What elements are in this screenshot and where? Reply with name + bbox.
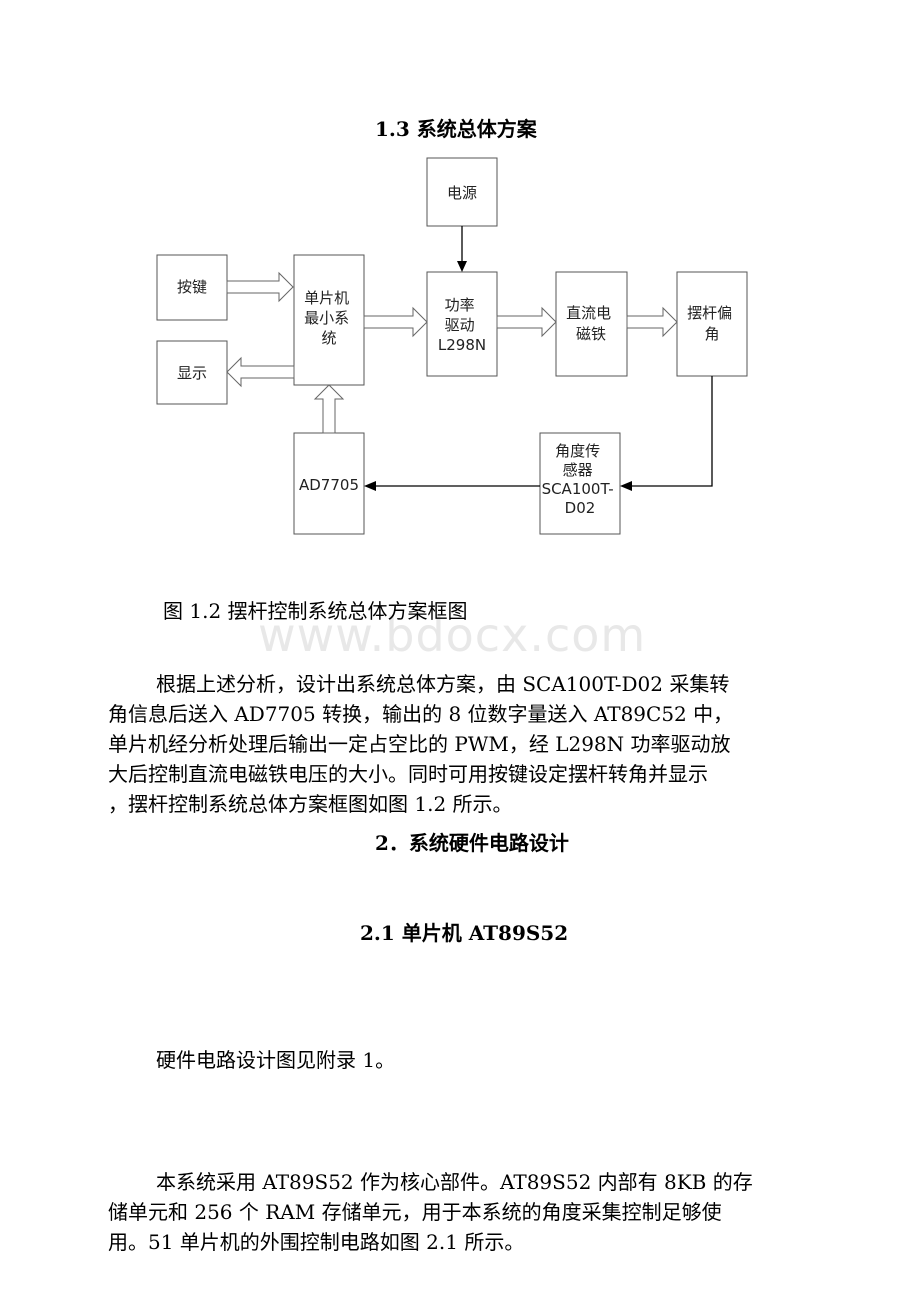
- block-magnet-label: 直流电 磁铁: [566, 304, 616, 343]
- block-driver-label: 功率 驱动 L298N: [438, 296, 486, 354]
- paragraph-1-line: 单片机经分析处理后输出一定占空比的 PWM，经 L298N 功率驱动放: [108, 732, 731, 756]
- paragraph-1: 根据上述分析，设计出系统总体方案，由 SCA100T-D02 采集转 角信息后送…: [108, 669, 808, 819]
- block-pendulum-label: 摆杆偏 角: [687, 304, 737, 343]
- block-magnet: 直流电 磁铁: [555, 271, 628, 377]
- paragraph-2-line: 硬件电路设计图见附录 1。: [156, 1048, 396, 1072]
- block-adc: AD7705: [293, 432, 365, 535]
- figure-caption: 图 1.2 摆杆控制系统总体方案框图: [163, 599, 468, 623]
- arrow-power-to-driver: [457, 226, 467, 272]
- paragraph-1-line: 大后控制直流电磁铁电压的大小。同时可用按键设定摆杆转角并显示: [108, 762, 708, 786]
- block-keys: 按键: [156, 254, 228, 321]
- paragraph-3-line: 用。51 单片机的外围控制电路如图 2.1 所示。: [108, 1230, 525, 1254]
- arrow-driver-to-magnet: [496, 306, 557, 338]
- arrow-mcu-to-driver: [363, 306, 428, 338]
- block-pendulum: 摆杆偏 角: [676, 271, 748, 377]
- watermark: www.bdocx.com: [258, 608, 647, 662]
- paragraph-3: 本系统采用 AT89S52 作为核心部件。AT89S52 内部有 8KB 的存 …: [108, 1167, 808, 1257]
- arrow-keys-to-mcu: [226, 271, 294, 303]
- block-mcu-label: 单片机 最小系 统: [304, 289, 354, 347]
- section-2-heading: 2．系统硬件电路设计: [375, 831, 569, 855]
- paragraph-1-line: ，摆杆控制系统总体方案框图如图 1.2 所示。: [108, 792, 513, 816]
- block-sensor: 角度传 感器 SCA100T- D02: [539, 432, 621, 535]
- block-display: 显示: [156, 340, 228, 405]
- arrow-sensor-to-adc: [364, 481, 540, 491]
- arrow-magnet-to-pendulum: [626, 306, 678, 338]
- arrow-mcu-to-display: [226, 356, 295, 388]
- block-sensor-label: 角度传 感器 SCA100T- D02: [542, 442, 619, 517]
- block-power: 电源: [426, 157, 498, 227]
- block-keys-label: 按键: [177, 278, 207, 296]
- block-driver: 功率 驱动 L298N: [426, 271, 498, 377]
- paragraph-3-line: 储单元和 256 个 RAM 存储单元，用于本系统的角度采集控制足够使: [108, 1200, 722, 1224]
- block-adc-label: AD7705: [299, 476, 359, 494]
- paragraph-2: 硬件电路设计图见附录 1。: [156, 1045, 856, 1075]
- paragraph-1-line: 角信息后送入 AD7705 转换，输出的 8 位数字量送入 AT89C52 中，: [108, 702, 734, 726]
- system-block-diagram: 电源 按键 显示 单片机 最小系 统 功率 驱动 L298N 直流电: [156, 157, 748, 535]
- paragraph-1-line: 根据上述分析，设计出系统总体方案，由 SCA100T-D02 采集转: [156, 672, 730, 696]
- block-power-label: 电源: [447, 184, 477, 202]
- block-mcu: 单片机 最小系 统: [293, 254, 365, 386]
- section-1-3-heading: 1.3 系统总体方案: [375, 117, 537, 141]
- block-display-label: 显示: [177, 364, 207, 382]
- paragraph-3-line: 本系统采用 AT89S52 作为核心部件。AT89S52 内部有 8KB 的存: [156, 1170, 753, 1194]
- arrow-pendulum-to-sensor: [620, 376, 713, 491]
- arrow-adc-to-mcu: [313, 384, 345, 434]
- section-2-1-heading: 2.1 单片机 AT89S52: [360, 921, 569, 945]
